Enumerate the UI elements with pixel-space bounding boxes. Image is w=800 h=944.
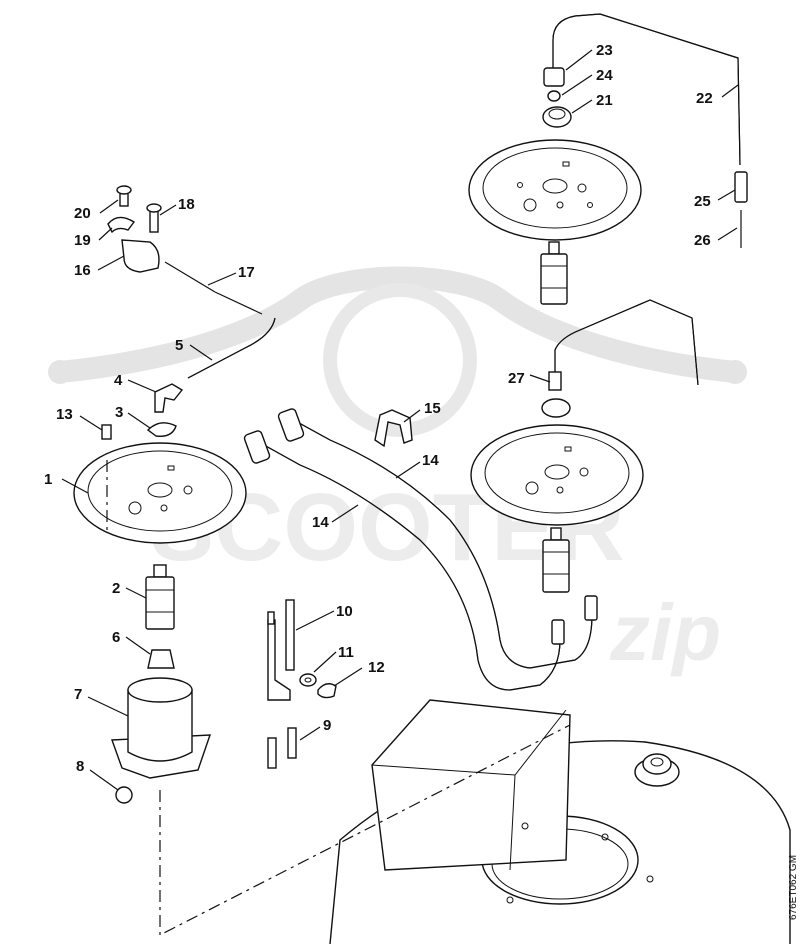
clip-3 xyxy=(146,422,177,437)
callout-26: 26 xyxy=(694,232,711,249)
burner-plate-lower xyxy=(470,424,644,526)
middle-right-assembly xyxy=(470,299,699,593)
hoses-14 xyxy=(243,408,598,691)
callout-7: 7 xyxy=(74,686,82,703)
box-insert xyxy=(371,699,571,871)
burner-plate-left xyxy=(73,442,247,544)
valve-lower xyxy=(542,527,570,593)
callout-20: 20 xyxy=(74,205,91,222)
callout-24: 24 xyxy=(596,67,613,84)
valve-2 xyxy=(145,564,175,630)
ferrule-24 xyxy=(547,90,561,102)
drawing-code: 676ET062 GM xyxy=(788,855,799,920)
callout-18: 18 xyxy=(178,196,195,213)
nozzle-9b xyxy=(287,727,297,759)
tank-group xyxy=(329,699,791,944)
callout-23: 23 xyxy=(596,42,613,59)
clamp-19 xyxy=(107,216,136,234)
sensor-17 xyxy=(164,261,216,293)
screw-13 xyxy=(101,424,112,440)
callout-17: 17 xyxy=(238,264,255,281)
leader-lines xyxy=(61,49,739,791)
callout-8: 8 xyxy=(76,758,84,775)
nut-23 xyxy=(543,67,565,87)
callout-25: 25 xyxy=(694,193,711,210)
callout-14a: 14 xyxy=(422,452,439,469)
valve-upper xyxy=(540,241,568,305)
callout-10: 10 xyxy=(336,603,353,620)
assembly-centerline xyxy=(159,724,571,936)
callout-21: 21 xyxy=(596,92,613,109)
callout-9: 9 xyxy=(323,717,331,734)
nozzle-6 xyxy=(147,649,175,669)
callout-13: 13 xyxy=(56,406,73,423)
cap-nut xyxy=(634,753,680,787)
callout-27: 27 xyxy=(508,370,525,387)
left-upper-group xyxy=(101,185,276,440)
washer-11 xyxy=(299,673,317,687)
callout-15: 15 xyxy=(424,400,441,417)
callout-3: 3 xyxy=(115,404,123,421)
screw-12 xyxy=(317,683,337,699)
callout-22: 22 xyxy=(696,90,713,107)
fitting-4 xyxy=(154,383,184,413)
watermark-script: zip xyxy=(609,588,721,677)
callout-11: 11 xyxy=(338,644,354,661)
callout-5: 5 xyxy=(175,337,183,354)
center-parts xyxy=(267,599,337,769)
callout-labels: 1 2 3 4 5 6 7 8 9 10 11 12 13 14 14 15 1… xyxy=(44,42,713,775)
left-plate-group xyxy=(73,442,247,804)
callout-19: 19 xyxy=(74,232,91,249)
callout-4: 4 xyxy=(114,372,123,389)
nozzle-9a xyxy=(267,737,277,769)
callout-1: 1 xyxy=(44,471,52,488)
screw-8 xyxy=(115,786,133,804)
callout-12: 12 xyxy=(368,659,385,676)
clip-15 xyxy=(374,409,413,448)
callout-6: 6 xyxy=(112,629,120,646)
holder-16 xyxy=(121,239,160,273)
cup-7 xyxy=(111,677,211,779)
bracket-10 xyxy=(267,619,291,701)
nut-21 xyxy=(542,106,572,128)
burner-plate-upper xyxy=(468,139,642,241)
callout-16: 16 xyxy=(74,262,91,279)
connector-25 xyxy=(734,171,748,203)
callout-2: 2 xyxy=(112,580,120,597)
upper-right-assembly xyxy=(468,13,748,305)
callout-14b: 14 xyxy=(312,514,329,531)
